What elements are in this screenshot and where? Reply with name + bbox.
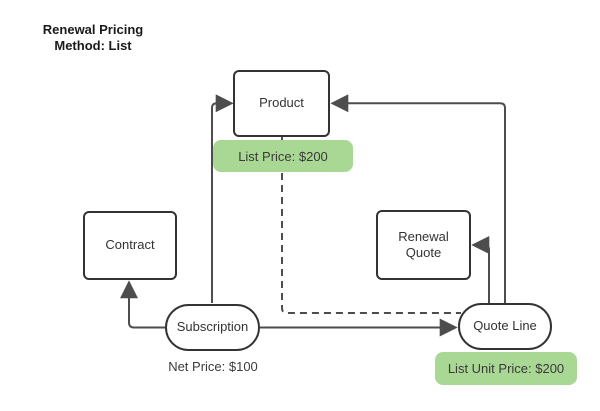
node-quote-line: Quote Line	[458, 303, 552, 350]
diagram-title: Renewal Pricing Method: List	[30, 22, 156, 54]
edge-subscription-product	[211, 94, 234, 303]
node-contract: Contract	[83, 211, 177, 280]
node-product-label: Product	[259, 95, 304, 111]
node-subscription: Subscription	[165, 304, 260, 351]
node-quote-line-label: Quote Line	[473, 318, 537, 334]
node-contract-label: Contract	[105, 237, 155, 253]
annotation-list-price: List Price: $200	[213, 140, 353, 172]
node-renewal-quote-label: Renewal Quote	[398, 228, 449, 260]
diagram-title-line1: Renewal Pricing	[42, 22, 144, 37]
annotation-list-unit-price: List Unit Price: $200	[435, 352, 577, 385]
diagram-title-line2: Method: List	[54, 37, 132, 53]
node-renewal-quote: Renewal Quote	[376, 210, 471, 280]
annotation-net-price-label: Net Price: $100	[168, 359, 258, 374]
node-product: Product	[233, 70, 330, 137]
annotation-net-price: Net Price: $100	[158, 358, 268, 375]
edge-quote-line-renewal-quote	[471, 236, 490, 303]
annotation-list-price-label: List Price: $200	[238, 148, 328, 164]
edge-quote-line-product	[330, 94, 506, 303]
node-subscription-label: Subscription	[176, 319, 249, 335]
edge-product-quote-line-dashed	[281, 137, 461, 314]
edge-subscription-contract	[120, 280, 165, 329]
annotation-list-unit-price-label: List Unit Price: $200	[447, 361, 565, 376]
